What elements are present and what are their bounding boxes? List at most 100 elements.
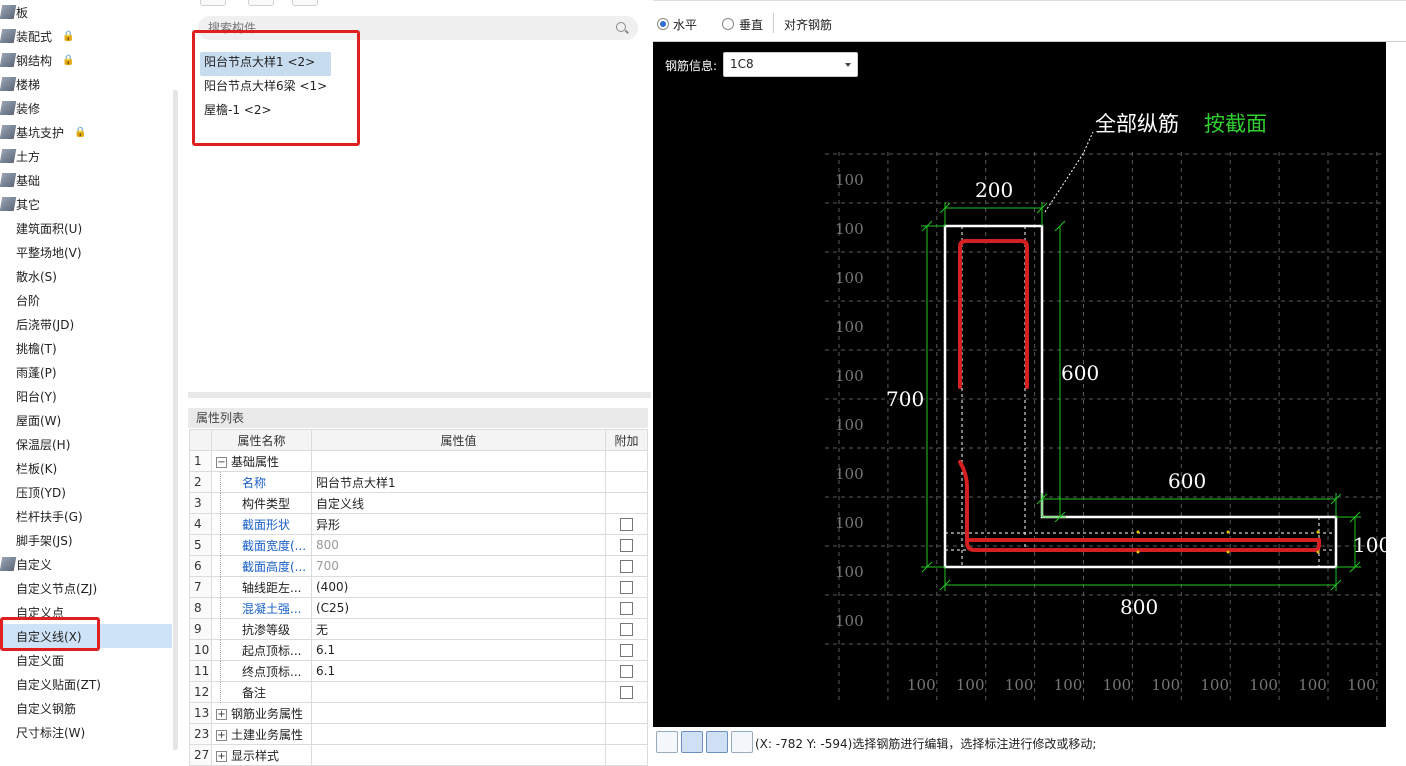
- tree-item[interactable]: 平整场地(V): [0, 240, 172, 264]
- extra-checkbox[interactable]: [620, 665, 633, 678]
- dim-horizontal-label[interactable]: 600: [1168, 469, 1206, 493]
- extra-checkbox[interactable]: [620, 602, 633, 615]
- property-value[interactable]: (400): [311, 576, 606, 598]
- perpendicular-icon[interactable]: [706, 731, 728, 753]
- copy-component-button[interactable]: [248, 0, 274, 6]
- list-item[interactable]: 阳台节点大样1 <2>: [200, 52, 332, 76]
- scrollbar[interactable]: [173, 90, 178, 750]
- tree-item[interactable]: 后浇带(JD): [0, 312, 172, 336]
- collapse-icon[interactable]: −: [216, 456, 227, 468]
- tree-item[interactable]: 脚手架(JS): [0, 528, 172, 552]
- corner-snap-icon[interactable]: [656, 731, 678, 753]
- tree-item[interactable]: 台阶: [0, 288, 172, 312]
- extra-checkbox[interactable]: [620, 644, 633, 657]
- tree-item[interactable]: 阳台(Y): [0, 384, 172, 408]
- add-dimension-icon[interactable]: [731, 731, 753, 753]
- expand-icon[interactable]: +: [216, 708, 227, 720]
- tree-item[interactable]: 装修: [0, 96, 172, 120]
- tree-item[interactable]: 雨蓬(P): [0, 360, 172, 384]
- table-row[interactable]: 13+钢筋业务属性: [189, 702, 648, 724]
- extra-checkbox[interactable]: [620, 560, 633, 573]
- tree-item[interactable]: 尺寸标注(W): [0, 720, 172, 744]
- tree-item[interactable]: 其它: [0, 192, 172, 216]
- property-value[interactable]: 6.1: [311, 660, 606, 682]
- search-icon[interactable]: [616, 22, 626, 32]
- property-value[interactable]: 6.1: [311, 639, 606, 661]
- tree-item[interactable]: 自定义面: [0, 648, 172, 672]
- property-value[interactable]: [311, 681, 606, 703]
- tree-item[interactable]: 屋面(W): [0, 408, 172, 432]
- property-value[interactable]: [311, 450, 606, 472]
- property-value[interactable]: (C25): [311, 597, 606, 619]
- tree-item[interactable]: 自定义点: [0, 600, 172, 624]
- tree-item[interactable]: 基础: [0, 168, 172, 192]
- tree-item[interactable]: 挑檐(T): [0, 336, 172, 360]
- tree-item[interactable]: 装配式🔒: [0, 24, 172, 48]
- property-value[interactable]: [311, 723, 606, 745]
- extra-checkbox[interactable]: [620, 686, 633, 699]
- tree-item[interactable]: 板: [0, 0, 172, 24]
- property-value[interactable]: 700: [311, 555, 606, 577]
- tree-item[interactable]: 自定义: [0, 552, 172, 576]
- tree-item[interactable]: 自定义节点(ZJ): [0, 576, 172, 600]
- tree-item[interactable]: 钢结构🔒: [0, 48, 172, 72]
- tree-item[interactable]: 建筑面积(U): [0, 216, 172, 240]
- table-row[interactable]: 1−基础属性: [189, 450, 648, 472]
- table-row[interactable]: 23+土建业务属性: [189, 723, 648, 745]
- tree-item[interactable]: 压顶(YD): [0, 480, 172, 504]
- expand-icon[interactable]: +: [216, 729, 227, 741]
- tree-item[interactable]: 散水(S): [0, 264, 172, 288]
- dim-right-vertical-label[interactable]: 600: [1061, 361, 1099, 385]
- dim-top-label[interactable]: 200: [975, 178, 1013, 202]
- annotation-main[interactable]: 全部纵筋: [1095, 112, 1179, 136]
- panel-divider[interactable]: [188, 392, 651, 398]
- rebar-info-select[interactable]: 1C8: [723, 52, 858, 77]
- scrollbar[interactable]: [1386, 42, 1406, 727]
- rebars[interactable]: [958, 239, 1321, 552]
- extra-checkbox[interactable]: [620, 518, 633, 531]
- tree-item[interactable]: 楼梯: [0, 72, 172, 96]
- property-value[interactable]: [311, 702, 606, 724]
- extra-checkbox[interactable]: [620, 581, 633, 594]
- property-value[interactable]: 阳台节点大样1: [311, 471, 606, 493]
- list-item[interactable]: 屋檐-1 <2>: [204, 103, 272, 117]
- extra-checkbox[interactable]: [620, 539, 633, 552]
- tree-item[interactable]: 栏板(K): [0, 456, 172, 480]
- tree-item[interactable]: 基坑支护🔒: [0, 120, 172, 144]
- tree-item[interactable]: 自定义钢筋: [0, 696, 172, 720]
- horizontal-radio[interactable]: [657, 18, 669, 30]
- dim-right-small-label[interactable]: 100: [1353, 533, 1391, 557]
- table-row[interactable]: 27+显示样式: [189, 744, 648, 766]
- tree-item[interactable]: 保温层(H): [0, 432, 172, 456]
- tree-item[interactable]: 自定义贴面(ZT): [0, 672, 172, 696]
- property-value[interactable]: 无: [311, 618, 606, 640]
- new-component-button[interactable]: [200, 0, 226, 6]
- property-value[interactable]: 800: [311, 534, 606, 556]
- tree-item[interactable]: 自定义线(X): [0, 624, 172, 648]
- search-input[interactable]: [198, 16, 638, 40]
- extra-checkbox[interactable]: [620, 623, 633, 636]
- dim-left-vertical-label[interactable]: 700: [886, 387, 924, 411]
- expand-icon[interactable]: +: [216, 750, 227, 762]
- line-tool-icon[interactable]: [681, 731, 703, 753]
- list-item[interactable]: 阳台节点大样6梁 <1>: [204, 79, 328, 93]
- align-rebar-button[interactable]: 对齐钢筋: [784, 18, 833, 32]
- annotation-green[interactable]: 按截面: [1204, 112, 1267, 136]
- property-value[interactable]: [311, 744, 606, 766]
- tree-item[interactable]: 土方: [0, 144, 172, 168]
- dim-bottom-label[interactable]: 800: [1120, 595, 1158, 619]
- tree-item[interactable]: 栏杆扶手(G): [0, 504, 172, 528]
- delete-component-button[interactable]: [292, 0, 318, 6]
